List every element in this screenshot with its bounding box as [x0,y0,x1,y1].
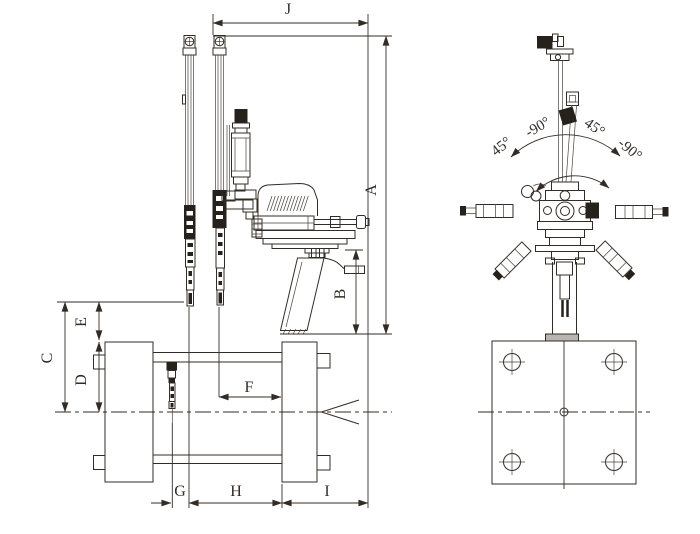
lower-column [545,261,579,342]
crank-handle [323,257,365,274]
front-view: J A B C E D F G H I [39,1,392,508]
swing-arcs: 45° -90° 45° -90° [488,114,645,192]
dim-label-B: B [332,289,349,300]
gripper-position-right [615,205,669,219]
swivel-mechanism [521,181,599,265]
top-motor-assembly [537,33,574,61]
tilted-arm-band [558,106,577,126]
bolt-hole [499,449,525,475]
vertical-arm-1 [182,35,197,307]
gripper-position-lower-right [595,240,636,281]
traverse-unit [253,215,370,259]
dim-label-J: J [285,1,291,18]
swing-arc-inner [535,175,610,192]
angle-label-right-outer: -90° [614,135,644,164]
vent-slats [266,195,309,212]
side-view: 45° -90° 45° -90° [460,33,669,489]
dim-label-I: I [324,483,329,500]
dim-label-E: E [73,317,90,327]
dim-label-D: D [73,374,90,386]
dim-label-A: A [363,184,380,196]
angle-label-left-outer: 45° [488,134,514,160]
bolt-hole [601,449,627,475]
base-plate [478,340,650,489]
gripper-position-left [460,204,514,218]
bolt-hole [601,349,627,375]
front-view-dimensions: J A B C E D F G H I [39,1,392,508]
kick-cylinder-unit [221,109,263,238]
dim-label-H: H [230,483,242,500]
swing-arc-outer [510,134,621,158]
sprue-picker-arm [166,361,177,423]
dim-label-F: F [245,379,254,396]
dim-label-G: G [174,483,186,500]
base-flange [545,333,579,342]
vertical-arm-2 [212,35,230,306]
dim-label-C: C [39,353,56,364]
gripper-position-lower-left [492,241,532,281]
main-column [558,60,579,183]
motor-cover [257,182,318,216]
angle-label-left-inner: -90° [523,114,554,141]
bolt-hole [499,349,525,375]
support-column [279,257,325,335]
tie-bars [153,352,282,464]
